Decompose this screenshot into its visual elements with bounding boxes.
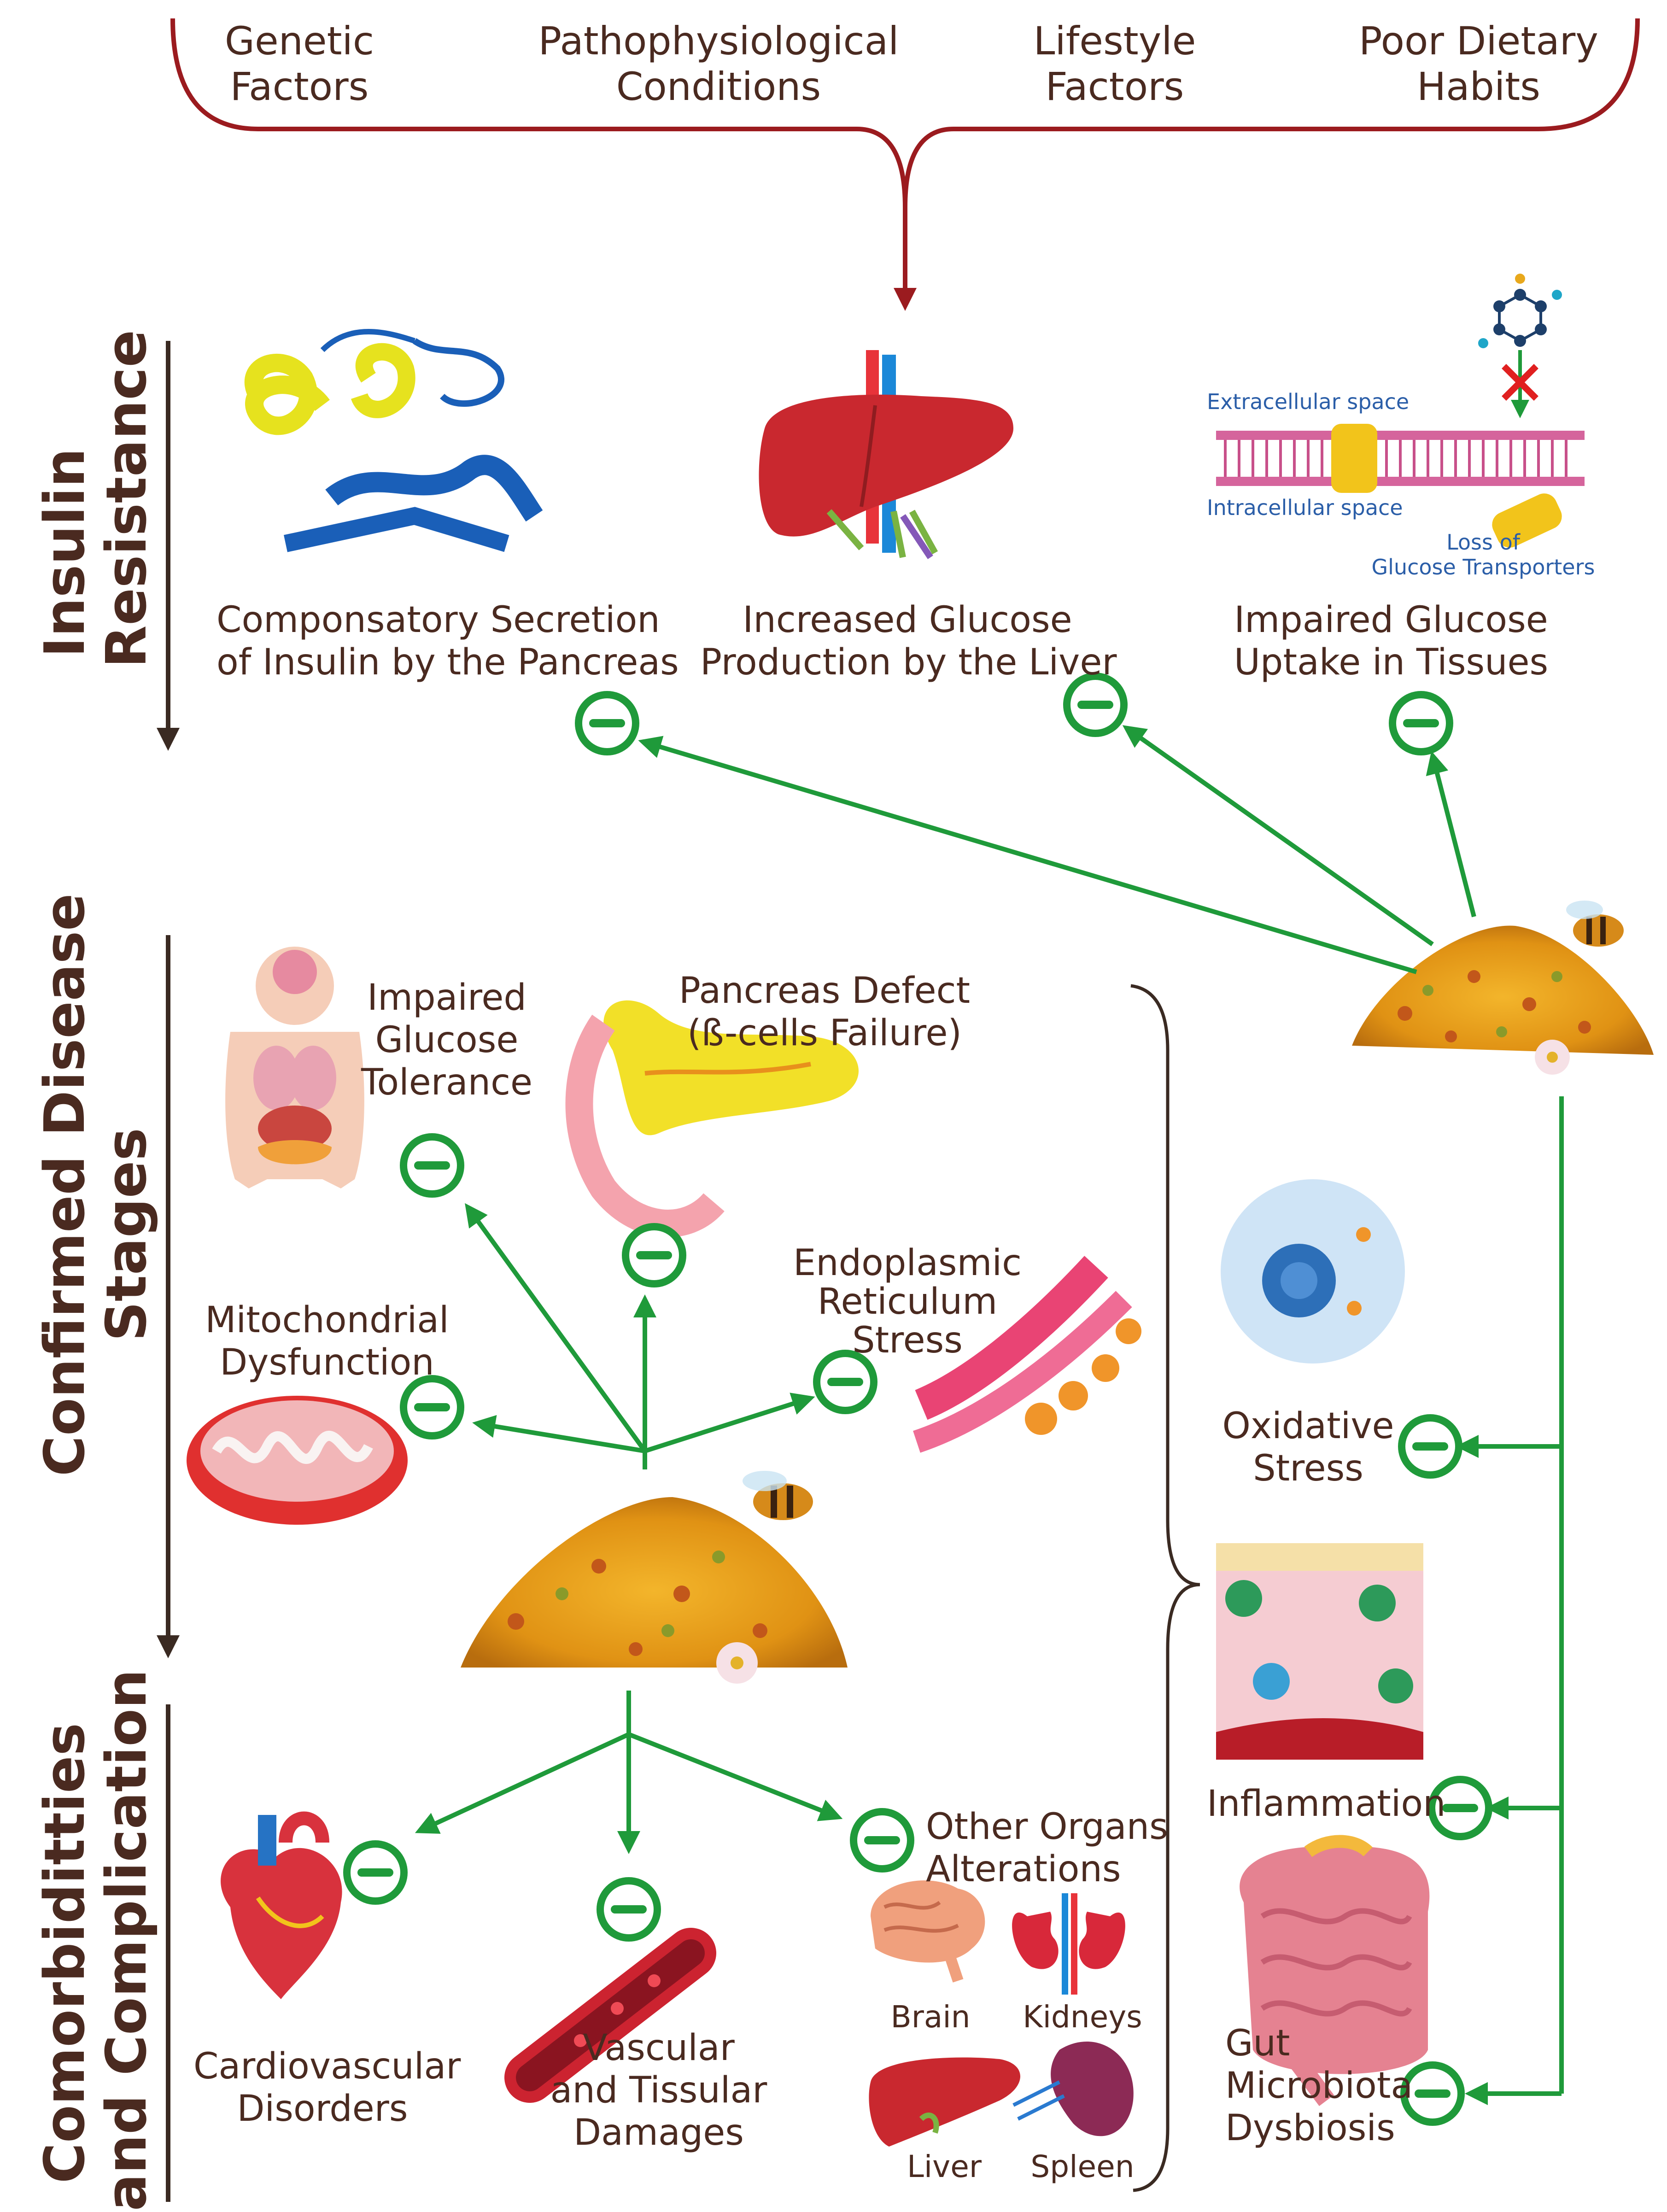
label-liver: Liver — [907, 2149, 982, 2184]
mitochondria-icon — [187, 1396, 408, 1525]
inflamed-tissue-icon — [1216, 1543, 1423, 1760]
flower-icon — [1535, 1040, 1570, 1075]
label-kidneys: Kidneys — [1023, 1999, 1142, 2035]
endoplasmic-reticulum-icon — [913, 1256, 1141, 1453]
systemic-bracket — [1130, 984, 1200, 2192]
label-intracellular: Intracellular space — [1207, 495, 1403, 520]
liver-icon — [759, 350, 1013, 559]
bee-icon — [743, 1471, 813, 1520]
brain-icon — [871, 1880, 985, 1983]
protein-icon — [244, 329, 543, 552]
blood-vessel-icon — [504, 1928, 716, 2103]
cell-icon — [1221, 1179, 1405, 1363]
cell-membrane-icon — [1216, 424, 1585, 548]
glucose-molecule-icon — [1478, 274, 1562, 418]
label-brain: Brain — [890, 1999, 971, 2035]
inhibition-arrows-top — [638, 725, 1476, 974]
flower-icon — [716, 1642, 758, 1684]
spleen-icon — [1012, 2042, 1134, 2136]
inhibition-arrows-disease — [465, 1203, 815, 1469]
bee-icon — [1566, 901, 1624, 947]
pancreas-icon — [565, 1000, 859, 1237]
intestine-icon — [1240, 1835, 1430, 2106]
label-inflammation: Inflammation — [1207, 1783, 1446, 1825]
heart-icon — [221, 1811, 342, 1999]
label-spleen: Spleen — [1030, 2149, 1135, 2184]
inhibition-arrows-systemic — [1456, 1096, 1564, 2105]
label-pancreas-defect: Pancreas Defect(ß-cells Failure) — [678, 970, 971, 1054]
bee-pollen-icon — [461, 1497, 848, 1668]
inhibition-arrows-complication — [415, 1691, 843, 1854]
inhibition-icon-bars — [357, 701, 1478, 2098]
bee-pollen-icon — [1352, 925, 1654, 1055]
human-body-icon — [225, 947, 364, 1188]
liver-icon — [869, 2057, 1020, 2147]
kidneys-icon — [1012, 1893, 1125, 1995]
label-extracellular: Extracellular space — [1207, 389, 1410, 414]
